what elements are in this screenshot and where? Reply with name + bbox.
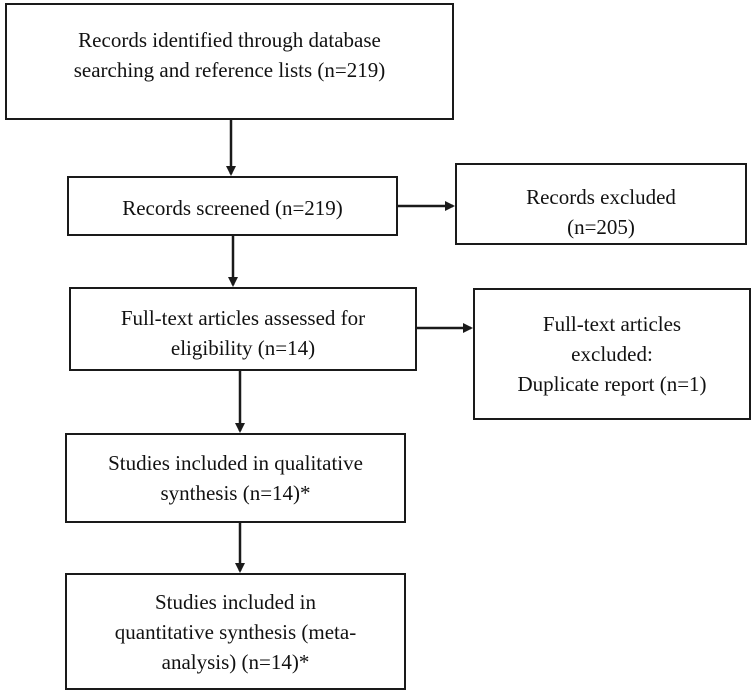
box-text-line: Records screened (n=219)	[122, 196, 343, 220]
box-text-line: Studies included in qualitative	[108, 451, 363, 475]
fulltext-assessed-box: Full-text articles assessed for eligibil…	[69, 287, 417, 371]
box-text-line: Studies included in	[155, 589, 316, 614]
records-excluded-box: Records excluded (n=205)	[455, 163, 747, 245]
records-identified-box: Records identified through database sear…	[5, 3, 454, 120]
box-text-line: quantitative synthesis (meta-	[114, 619, 357, 644]
box-text-line: searching and reference lists (n=219)	[73, 57, 386, 82]
box-text-line: Records excluded	[526, 185, 676, 209]
box-text-line: Records identified through database	[78, 27, 381, 52]
fulltext-excluded-box: Full-text articles excluded: Duplicate r…	[473, 288, 751, 420]
box-text-line: Duplicate report (n=1)	[517, 372, 707, 396]
quantitative-synthesis-box: Studies included in quantitative synthes…	[65, 573, 406, 690]
box-text-line: Full-text articles	[542, 312, 682, 336]
records-screened-box: Records screened (n=219)	[67, 176, 398, 236]
qualitative-synthesis-box: Studies included in qualitative synthesi…	[65, 433, 406, 523]
box-text-line: synthesis (n=14)*	[160, 481, 311, 505]
box-text-line: (n=205)	[567, 215, 635, 239]
box-text-line: analysis) (n=14)*	[161, 649, 310, 674]
box-text-line: excluded:	[571, 342, 653, 366]
box-text-line: eligibility (n=14)	[170, 336, 316, 360]
box-text-line: Full-text articles assessed for	[120, 306, 366, 330]
